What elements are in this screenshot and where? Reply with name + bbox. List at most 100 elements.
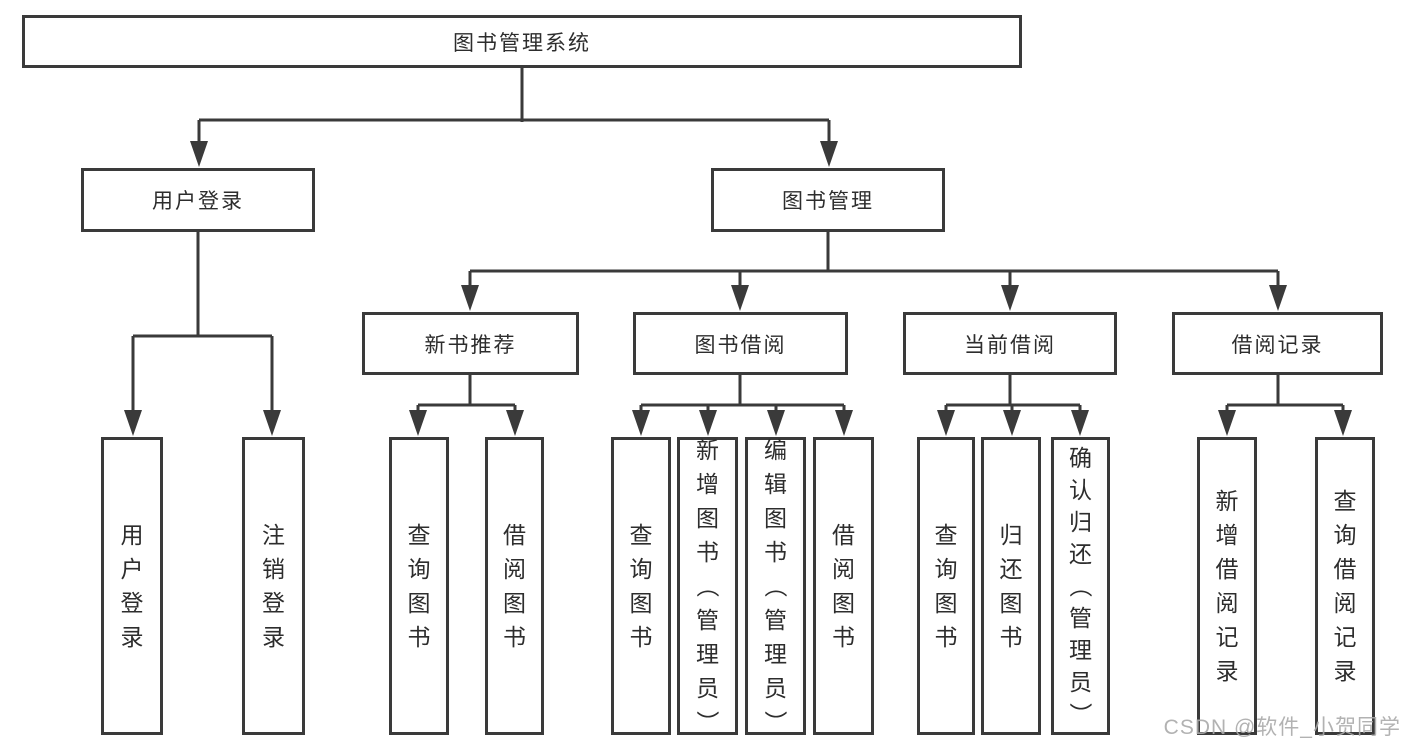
node-label: 图书管理系统 [453,31,591,55]
leaf-label-char: 查 [407,522,431,548]
leaf-label-char: 记 [1215,624,1239,650]
node-book-management: 图书管理 [711,168,945,232]
leaf-label-char: ） [1067,702,1094,726]
node-book-borrowing: 图书借阅 [633,312,848,375]
leaf-label-char: 询 [1333,522,1357,548]
leaf-label-char: 还 [999,556,1023,582]
leaf-label-char: 记 [1333,624,1357,650]
leaf-bb-edit-books-admin: 编辑图书 （ 管理员 ） [745,437,806,735]
leaf-label-char: 阅 [1333,590,1357,616]
node-library-management-system: 图书管理系统 [22,15,1022,68]
leaf-cb-return-books: 归还图书 [981,437,1041,735]
leaf-label-char: 录 [262,624,285,650]
leaf-label-char: 员 [764,675,787,701]
leaf-label-char: 询 [407,556,431,582]
leaf-label-char: 新 [1215,488,1239,514]
leaf-label-char: 借 [1215,556,1239,582]
leaf-label-char: 员 [696,675,719,701]
leaf-label-char: （ [762,574,789,598]
node-borrowing-records: 借阅记录 [1172,312,1383,375]
node-current-borrowing: 当前借阅 [903,312,1117,375]
node-new-book-recommendation: 新书推荐 [362,312,579,375]
leaf-label-char: ） [762,710,789,734]
leaf-logout: 注销登录 [242,437,305,735]
leaf-label-char: 书 [407,624,431,650]
node-user-login: 用户登录 [81,168,315,232]
leaf-br-add-record: 新增借阅记录 [1197,437,1257,735]
leaf-label-char: 理 [696,641,719,667]
leaf-label-char: 查 [629,522,653,548]
leaf-label-char: 管 [1069,605,1092,631]
leaf-label-char: 借 [1333,556,1357,582]
leaf-label-char: （ [1067,574,1094,598]
leaf-label-char: 增 [1215,522,1239,548]
leaf-label-char: 书 [934,624,958,650]
leaf-label-char: 注 [262,522,285,548]
leaf-br-query-record: 查询借阅记录 [1315,437,1375,735]
node-label: 当前借阅 [964,333,1056,357]
leaf-label-char: 阅 [1215,590,1239,616]
leaf-label-char: 书 [999,624,1023,650]
leaf-label-char: 归 [999,522,1023,548]
leaf-label-char: 书 [696,539,719,565]
leaf-label-char: 管 [764,607,787,633]
leaf-label-char: 销 [262,556,285,582]
leaf-label-char: 登 [120,590,144,616]
leaf-label-char: 阅 [832,556,855,582]
leaf-label-char: 借 [503,522,526,548]
node-label: 借阅记录 [1231,333,1324,357]
leaf-label-char: 图 [407,590,431,616]
leaf-bb-add-books-admin: 新增图书 （ 管理员 ） [677,437,738,735]
leaf-label-char: 借 [832,522,855,548]
arrowheads [124,141,1352,436]
node-label: 新书推荐 [424,333,517,357]
leaf-label-char: 编 [764,437,787,463]
leaf-label-char: 录 [1215,658,1239,684]
leaf-label-char: 增 [696,471,719,497]
leaf-user-login: 用户登录 [101,437,163,735]
leaf-label-char: 询 [629,556,653,582]
leaf-label-char: 确 [1069,445,1092,471]
leaf-label-char: 管 [696,607,719,633]
leaf-label-char: 用 [120,522,144,548]
leaf-nb-query-books: 查询图书 [389,437,449,735]
leaf-label-char: 录 [120,624,144,650]
leaf-label-char: 书 [764,539,787,565]
leaf-label-char: （ [694,574,721,598]
leaf-label-char: 录 [1333,658,1357,684]
node-label: 图书管理 [782,190,874,213]
leaf-label-char: 查 [934,522,958,548]
leaf-label-char: ） [694,710,721,734]
leaf-label-char: 图 [832,590,855,616]
leaf-label-char: 登 [262,590,285,616]
leaf-label-char: 户 [120,556,144,582]
leaf-label-char: 新 [696,437,719,463]
leaf-cb-confirm-return-admin: 确认归还 （ 管理员 ） [1051,437,1110,735]
leaf-label-char: 还 [1069,541,1092,567]
leaf-label-char: 询 [934,556,958,582]
leaf-label-char: 员 [1069,669,1092,695]
leaf-label-char: 图 [629,590,653,616]
leaf-label-char: 归 [1069,509,1092,535]
leaf-label-char: 图 [764,505,787,531]
leaf-label-char: 图 [503,590,526,616]
leaf-label-char: 书 [832,624,855,650]
leaf-label-char: 书 [503,624,526,650]
leaf-label-char: 图 [934,590,958,616]
leaf-nb-borrow-books: 借阅图书 [485,437,544,735]
leaf-bb-borrow-books: 借阅图书 [813,437,874,735]
leaf-label-char: 理 [1069,637,1092,663]
leaf-label-char: 理 [764,641,787,667]
leaf-label-char: 图 [999,590,1023,616]
leaf-label-char: 查 [1333,488,1357,514]
leaf-bb-query-books: 查询图书 [611,437,671,735]
leaf-label-char: 阅 [503,556,526,582]
leaf-label-char: 认 [1069,477,1092,503]
leaf-label-char: 辑 [764,471,787,497]
node-label: 用户登录 [152,190,244,213]
node-label: 图书借阅 [694,333,787,357]
leaf-label-char: 图 [696,505,719,531]
leaf-cb-query-books: 查询图书 [917,437,975,735]
